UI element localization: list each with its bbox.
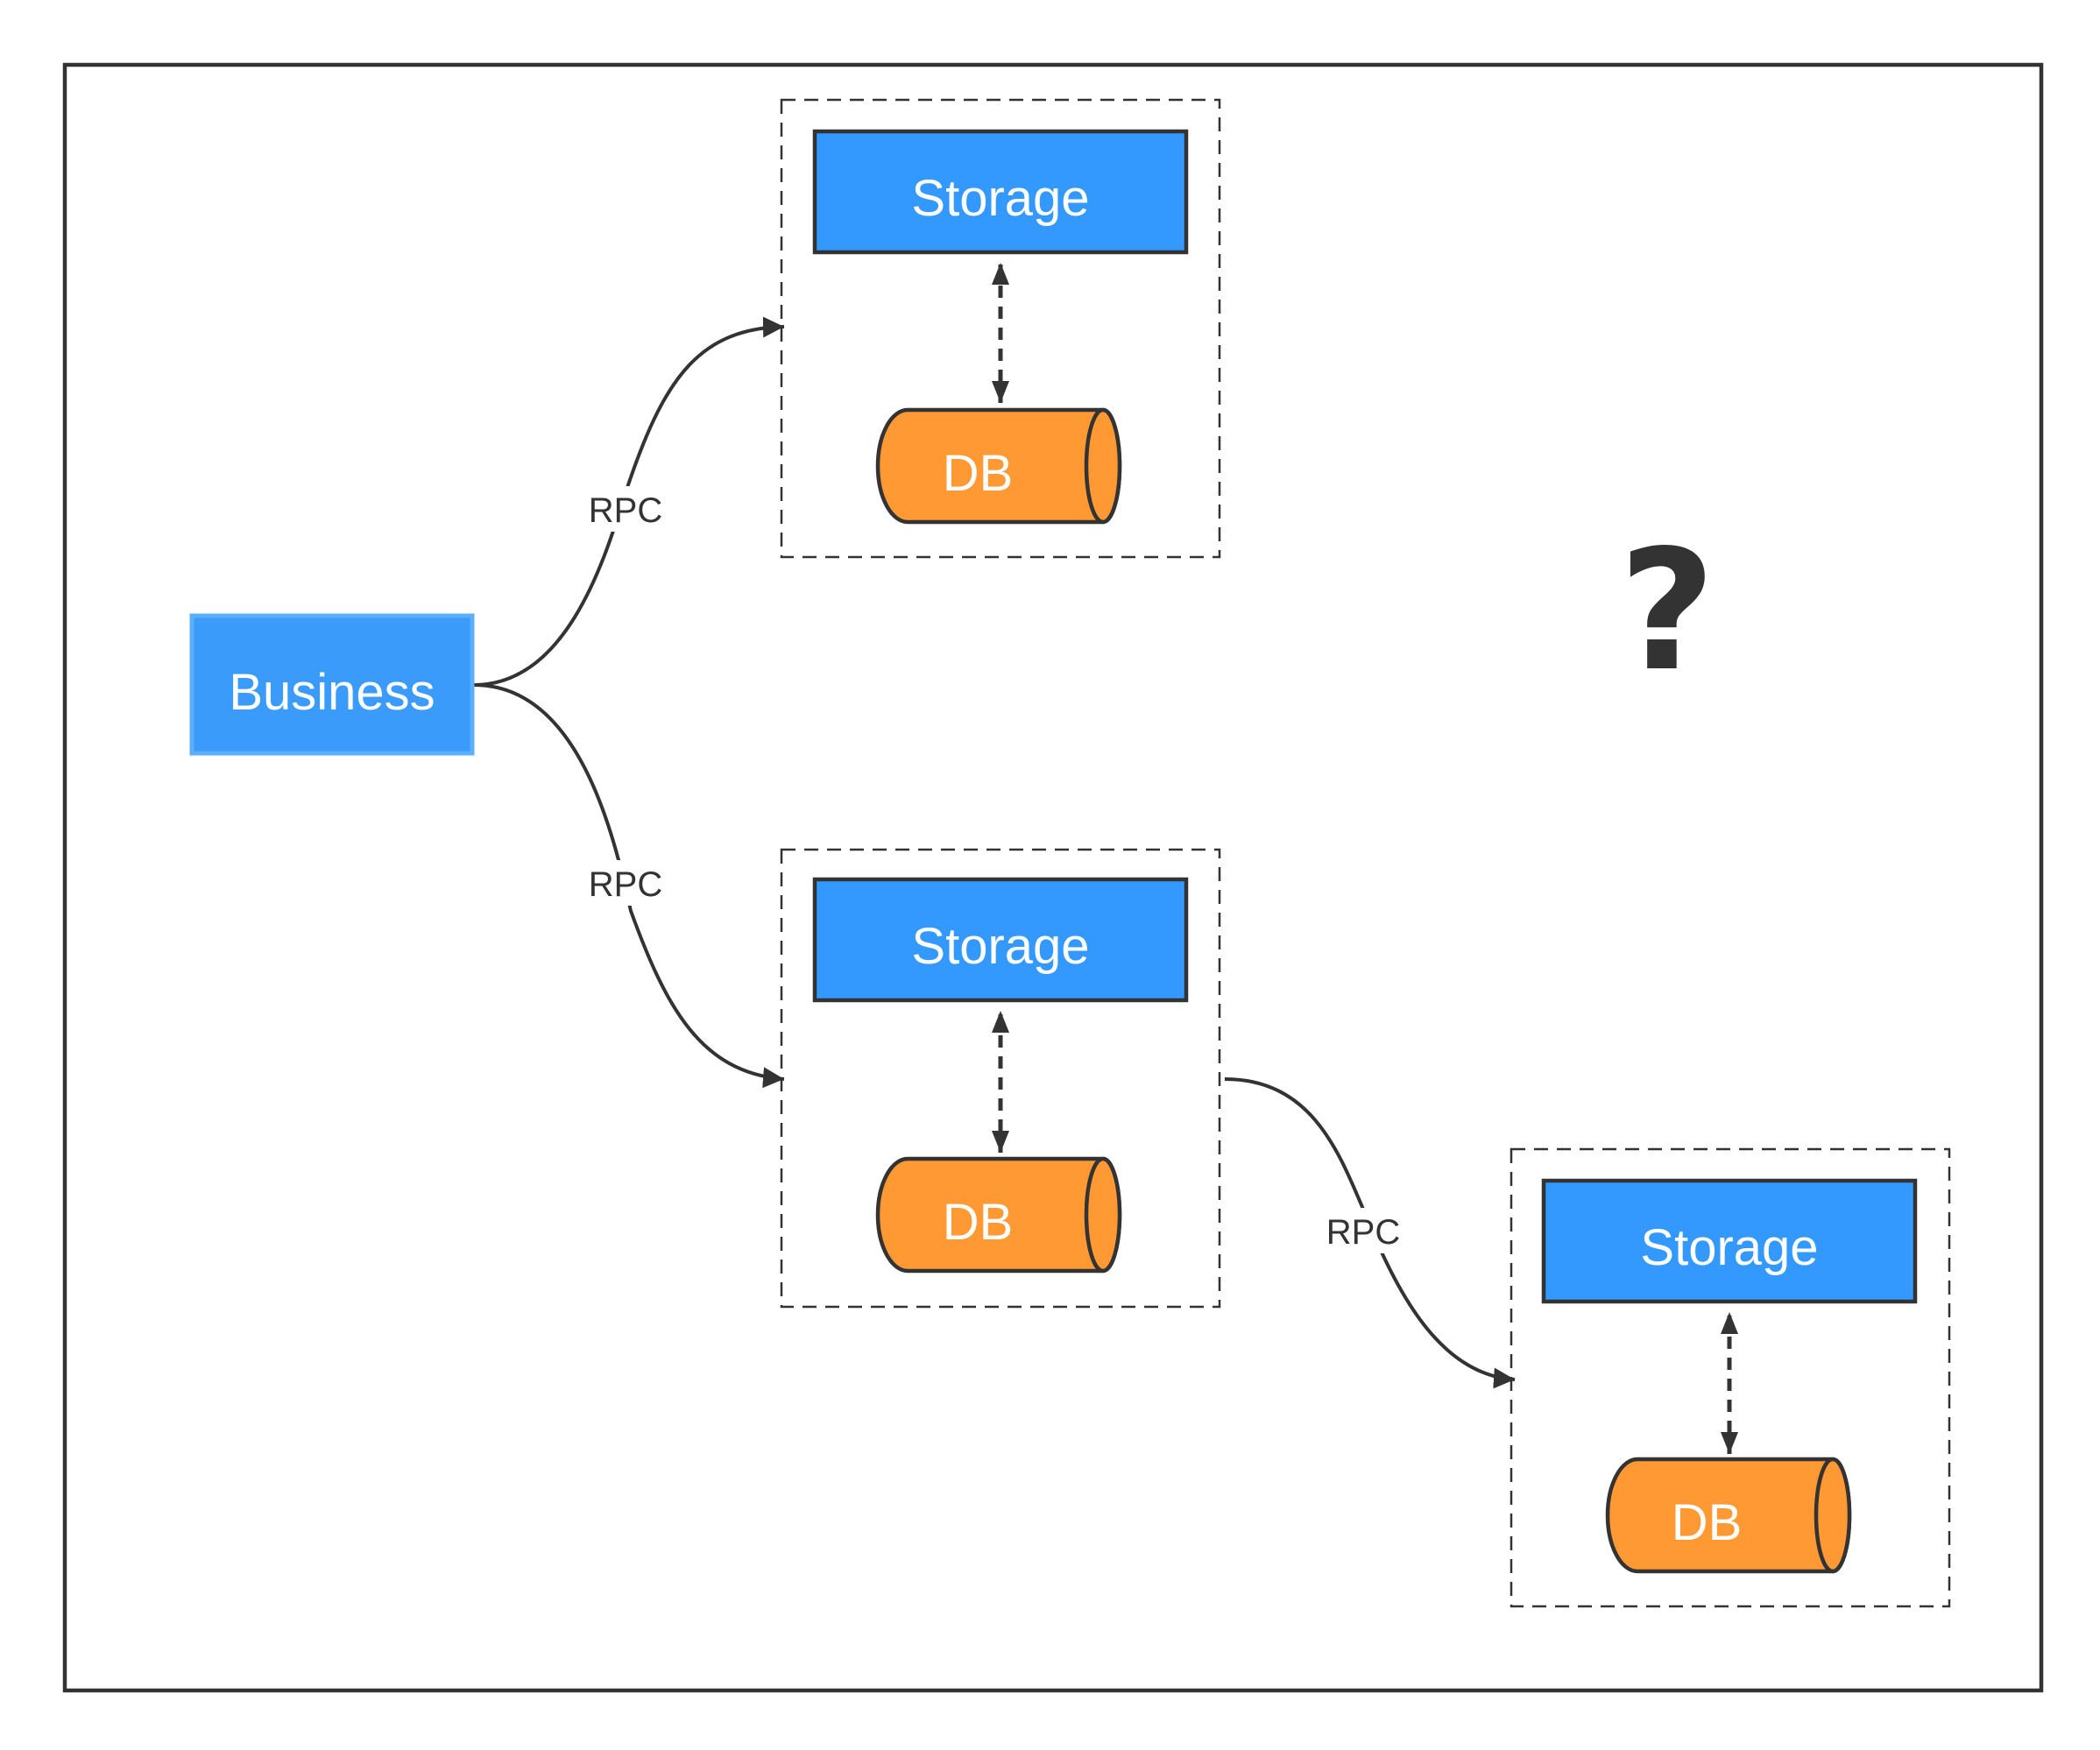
db-1-label: DB (943, 445, 1014, 502)
db-node-2[interactable]: DB (875, 1156, 1122, 1274)
db-2-label: DB (943, 1194, 1014, 1251)
business-label: Business (229, 664, 435, 721)
business-node[interactable]: Business (189, 613, 475, 756)
storage-2-label: Storage (911, 918, 1089, 975)
storage-node-1[interactable]: Storage (812, 129, 1189, 255)
storage-3-label: Storage (1640, 1219, 1818, 1276)
rpc-label-1: RPC (578, 486, 673, 532)
group-1-boundary (780, 98, 1221, 559)
db-node-3[interactable]: DB (1605, 1457, 1852, 1574)
rpc-label-2-text: RPC (589, 865, 662, 904)
rpc-label-1-text: RPC (589, 491, 662, 530)
rpc-edge-business-to-group-1 (473, 316, 785, 687)
group-2-boundary (780, 848, 1221, 1309)
question-mark: ? (1619, 514, 1715, 708)
storage-group-2: Storage DB (780, 848, 1221, 1309)
outer-frame (62, 62, 2044, 1693)
db-3-label: DB (1672, 1494, 1743, 1551)
storage-group-1: Storage DB (780, 98, 1221, 559)
rpc-label-2: RPC (578, 860, 673, 906)
storage-node-2[interactable]: Storage (812, 877, 1189, 1003)
storage-group-3: Storage DB (1510, 1147, 1951, 1608)
storage-1-label: Storage (911, 170, 1089, 227)
storage-node-3[interactable]: Storage (1541, 1178, 1918, 1304)
rpc-label-3-text: RPC (1326, 1213, 1400, 1252)
db-node-1[interactable]: DB (875, 407, 1122, 525)
rpc-edge-business-to-group-2 (473, 683, 785, 1089)
group-3-boundary (1510, 1147, 1951, 1608)
rpc-label-3: RPC (1316, 1208, 1411, 1253)
